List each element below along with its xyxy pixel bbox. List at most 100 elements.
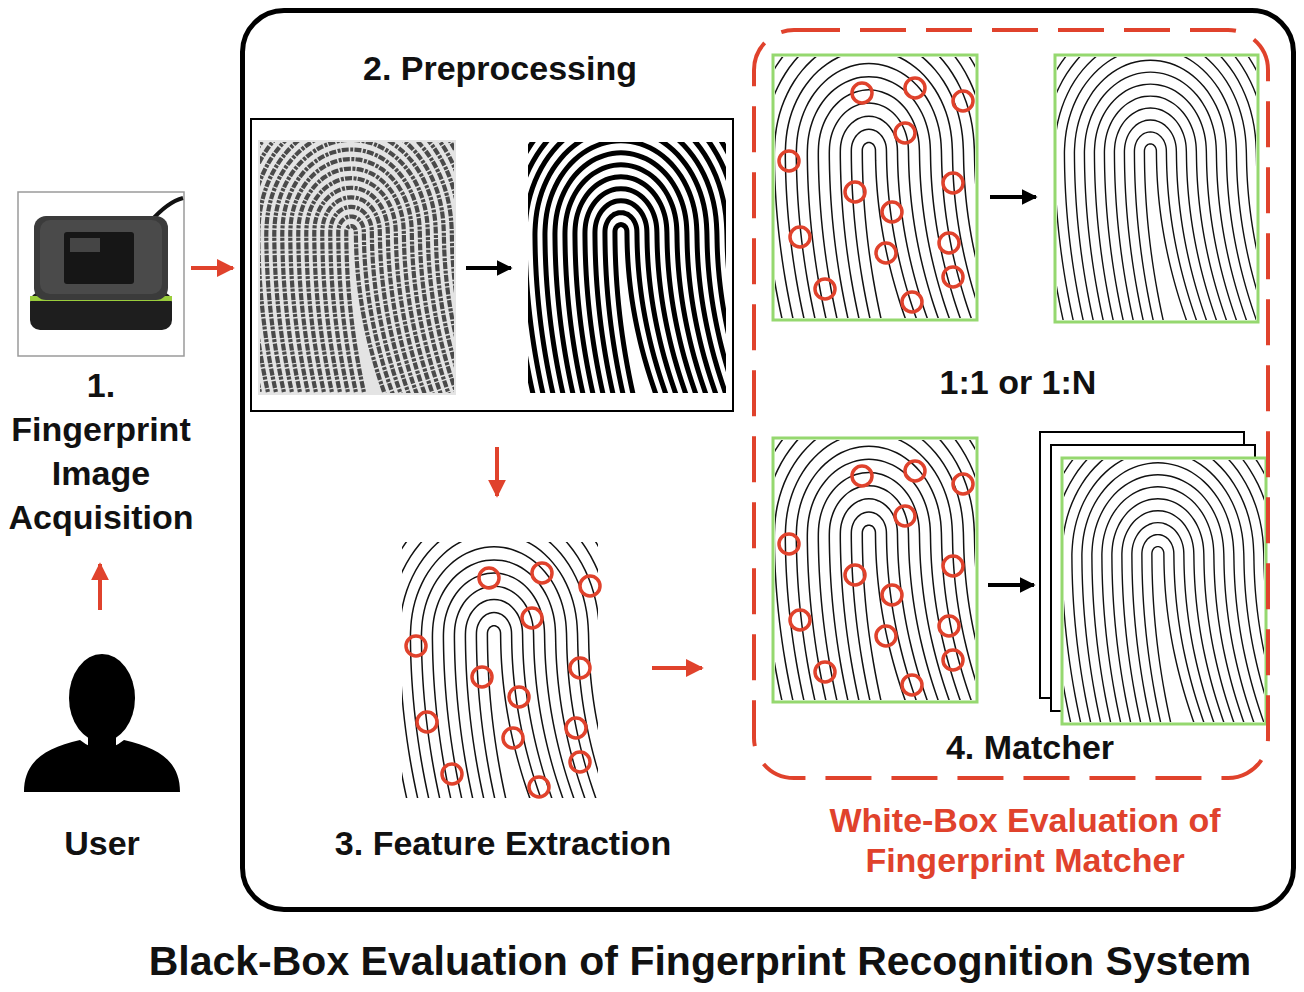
match-mode-label: 1:1 or 1:N [818, 362, 1218, 402]
ridge [528, 142, 726, 393]
minutia-circle [876, 243, 896, 263]
ridge [775, 440, 975, 700]
minutia-circle [939, 616, 959, 636]
ridge [775, 57, 975, 318]
flow-arrow [495, 447, 499, 496]
ridge [1064, 460, 1264, 722]
minutia-circle [503, 728, 523, 748]
step-label: 2. Preprocessing [300, 48, 700, 88]
minutia-circle [852, 83, 872, 103]
ridge [1124, 120, 1218, 320]
minutia-circle [943, 650, 963, 670]
ridge [260, 142, 454, 393]
ridge [528, 142, 726, 393]
ridge [775, 440, 975, 700]
ridge [775, 440, 975, 700]
ridge [796, 446, 975, 700]
ridge [785, 440, 975, 700]
minutia-circle [902, 292, 922, 312]
minutia-circle [905, 461, 925, 481]
ridge [1057, 57, 1256, 320]
ridge [1064, 460, 1264, 722]
ridge [796, 64, 975, 318]
ridge [775, 440, 975, 700]
print-frame [1062, 458, 1266, 724]
minutia-circle [905, 78, 925, 98]
ridge [1084, 72, 1256, 320]
ridge [402, 542, 598, 798]
ridge [1064, 460, 1264, 722]
user-silhouette [24, 654, 180, 792]
ridge [775, 57, 975, 318]
ridge [775, 57, 975, 318]
minutia-circle [852, 466, 872, 486]
ridge [1057, 57, 1256, 320]
ridge [818, 472, 957, 700]
ridge [1064, 460, 1264, 722]
ridge [775, 57, 975, 318]
ridge [1064, 460, 1264, 722]
ridge [775, 440, 975, 700]
print-frame [773, 55, 977, 320]
system-boundary-box: Black-Box Evaluation of Fingerprint Reco… [240, 8, 1296, 912]
preprocessing-box: 2. Preprocessing [250, 118, 734, 412]
ridge [528, 142, 726, 393]
minutia-circle [882, 202, 902, 222]
ridge [1064, 460, 1264, 722]
ridge [1064, 460, 1264, 722]
ridge [528, 142, 726, 393]
ridge [528, 142, 726, 393]
minutia-circle [442, 764, 462, 784]
ridge [260, 142, 454, 393]
ridge [402, 542, 598, 798]
ridge [260, 142, 454, 393]
ridge [260, 142, 454, 393]
minutia-circle [779, 151, 799, 171]
ridge [528, 142, 726, 393]
ridge-lines [775, 440, 975, 700]
ridge [1072, 460, 1264, 722]
ridge [775, 440, 975, 700]
ridge [260, 142, 454, 393]
ridge [528, 142, 726, 393]
ridge [775, 440, 975, 700]
step-arrow [466, 266, 511, 270]
ridge [260, 142, 454, 393]
flow-arrow [191, 266, 233, 270]
ridge [421, 547, 598, 798]
ridge [1057, 57, 1256, 320]
minutiae-markers [779, 78, 973, 312]
minutia-circle [845, 565, 865, 585]
ridge [528, 142, 726, 393]
print-frame [773, 438, 977, 702]
print-frame [1055, 55, 1258, 322]
ridge [1057, 57, 1256, 320]
minutiae-markers [779, 461, 973, 695]
ridge [1064, 460, 1264, 722]
ridge [1132, 523, 1226, 722]
ridge [545, 142, 726, 393]
figure-caption: Black-Box Evaluation of Fingerprint Reco… [100, 938, 1300, 984]
ridge [528, 142, 726, 393]
ridge [260, 142, 454, 393]
ridge [260, 142, 454, 393]
ridge [528, 142, 726, 393]
ridge [260, 142, 454, 393]
ridge [785, 57, 975, 318]
ridge [1074, 60, 1256, 320]
ridge [402, 542, 598, 798]
ridge [402, 542, 598, 798]
minutia-circle [529, 777, 549, 797]
ridge [1064, 460, 1264, 722]
ridge [775, 440, 975, 700]
connectors [100, 268, 702, 668]
ridge [775, 57, 975, 318]
flow-arrow [652, 666, 702, 670]
print-ground [773, 55, 977, 320]
ridge [1092, 475, 1264, 722]
ridge [775, 440, 975, 700]
minutia-circle [902, 675, 922, 695]
ridge [260, 142, 454, 393]
minutia-circle [779, 534, 799, 554]
minutia-circle [570, 752, 590, 772]
